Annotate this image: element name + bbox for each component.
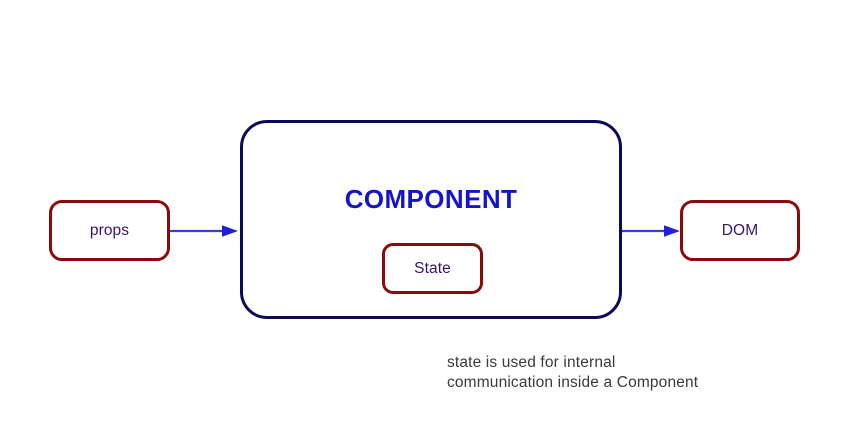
caption-line-2: communication inside a Component: [447, 374, 699, 391]
component-node[interactable]: COMPONENT State: [240, 120, 622, 319]
arrow-component-to-dom-icon: [622, 225, 680, 237]
arrow-props-to-component-icon: [170, 225, 238, 237]
caption: state is used for internal communication…: [447, 353, 807, 393]
component-node-title: COMPONENT: [344, 184, 518, 214]
dom-node[interactable]: DOM: [680, 200, 800, 261]
state-node-label: State: [414, 259, 451, 277]
caption-line-1: state is used for internal: [447, 354, 616, 371]
dom-node-label: DOM: [721, 221, 759, 239]
props-node-label: props: [89, 221, 130, 239]
state-node[interactable]: State: [382, 243, 483, 294]
props-node[interactable]: props: [49, 200, 170, 261]
